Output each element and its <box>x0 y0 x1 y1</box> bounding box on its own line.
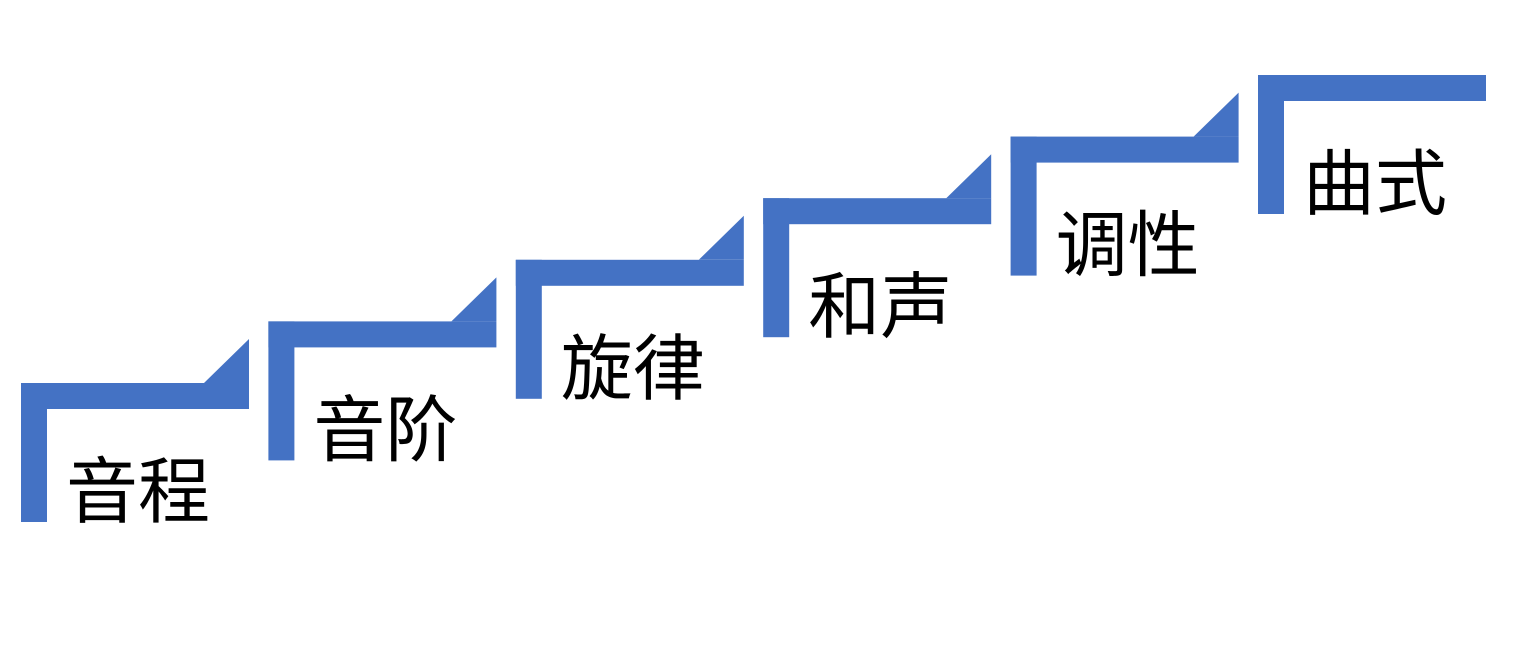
step-left-bar <box>515 259 542 399</box>
step-top-bar <box>1010 136 1239 163</box>
step-label: 和声 <box>808 265 952 349</box>
step-top-bar <box>268 321 497 348</box>
step-2: 音阶 <box>268 277 497 472</box>
step-connector-triangle <box>1193 92 1239 137</box>
step-left-bar <box>268 321 295 461</box>
step-label: 音阶 <box>313 388 457 472</box>
step-left-bar <box>763 198 790 338</box>
step-connector-triangle <box>946 154 992 199</box>
step-label: 旋律 <box>561 327 705 411</box>
step-4: 和声 <box>763 154 992 349</box>
step-connector-triangle <box>451 277 497 322</box>
step-label: 音程 <box>66 450 210 534</box>
steps-layer: 音程 音阶 旋律 和声 调性 曲式 <box>21 75 1486 534</box>
step-5: 调性 <box>1010 92 1239 288</box>
step-top-bar <box>763 198 992 225</box>
step-top-bar <box>21 383 249 409</box>
step-left-bar <box>1010 136 1037 276</box>
step-connector-triangle <box>204 339 249 383</box>
step-left-bar <box>1258 75 1284 214</box>
step-3: 旋律 <box>515 215 744 411</box>
step-connector-triangle <box>698 215 744 260</box>
step-left-bar <box>21 383 47 522</box>
step-6: 曲式 <box>1258 75 1486 226</box>
step-label: 调性 <box>1056 204 1200 288</box>
step-1: 音程 <box>21 339 249 534</box>
step-top-bar <box>1258 75 1486 101</box>
step-top-bar <box>515 259 744 286</box>
step-label: 曲式 <box>1303 142 1447 226</box>
